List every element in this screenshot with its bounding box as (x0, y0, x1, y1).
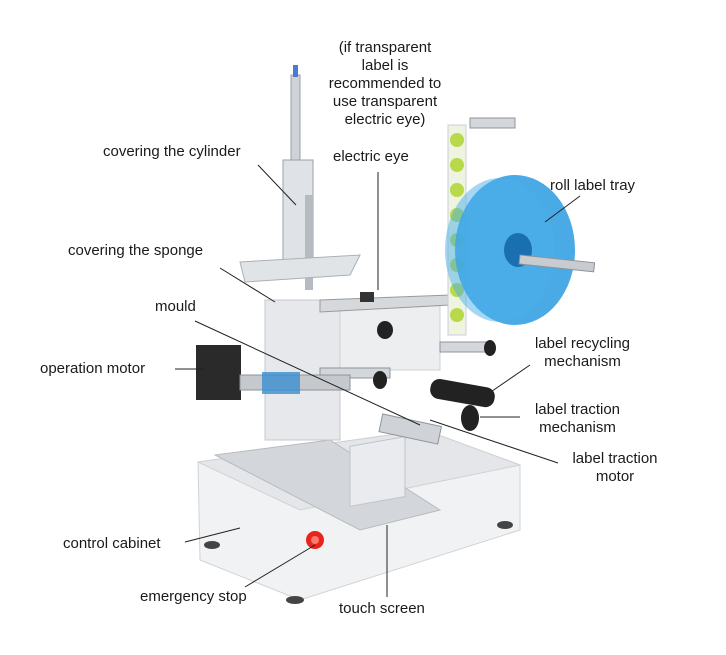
cylinder-rod (290, 74, 301, 161)
label-touch-screen: touch screen (339, 600, 425, 617)
label-covering-sponge: covering the sponge (68, 242, 204, 259)
label-line: label recycling (534, 335, 631, 352)
coupling (262, 372, 300, 394)
roller-knob (377, 321, 393, 339)
touch-screen-panel (349, 435, 406, 507)
label-line: label traction (534, 401, 621, 418)
label-sticker (450, 183, 464, 197)
label-line: mechanism (539, 419, 616, 436)
label-mould: mould (155, 298, 196, 315)
leader-line (481, 364, 531, 399)
sponge-plate (239, 254, 361, 283)
foot (204, 541, 220, 549)
emergency-stop-highlight (311, 536, 319, 544)
leader-lines (175, 164, 581, 597)
leader-line (194, 320, 421, 426)
label-operation-motor: operation motor (40, 360, 146, 377)
tray-shaft (518, 254, 596, 273)
cylinder-tip (293, 65, 298, 77)
label-sticker (450, 308, 464, 322)
label-control-cabinet: control cabinet (63, 535, 161, 552)
label-recycling-mechanism: label recycling mechanism (515, 335, 650, 371)
label-traction-motor: label traction motor (555, 450, 675, 486)
tray-inner-disc (445, 178, 555, 322)
guide-rod (305, 195, 313, 290)
transparent-label-note: (if transparent label is recommended to … (315, 39, 455, 129)
roller (439, 341, 491, 353)
roller-knob (373, 371, 387, 389)
roller-knob (484, 340, 496, 356)
note-line: electric eye) (344, 111, 426, 128)
foot (497, 521, 513, 529)
leader-line (244, 544, 316, 588)
note-line: recommended to (328, 75, 442, 92)
roller (319, 367, 391, 379)
label-electric-eye: electric eye (333, 148, 409, 165)
foot (286, 596, 304, 604)
leader-line (544, 195, 581, 223)
note-line: (if transparent (338, 39, 432, 56)
leader-line (429, 419, 559, 464)
label-emergency-stop: emergency stop (140, 588, 247, 605)
label-roll-label-tray: roll label tray (550, 177, 636, 194)
base-plate (213, 439, 442, 531)
label-recycling-roller (430, 379, 495, 408)
note-line: label is (361, 57, 409, 74)
label-line: label traction (572, 450, 658, 467)
label-sticker (450, 158, 464, 172)
label-line: motor (595, 468, 635, 485)
label-traction-mechanism: label traction mechanism (520, 401, 635, 437)
label-traction-motor (378, 413, 443, 445)
leader-line (184, 527, 241, 543)
traction-wheel (461, 405, 479, 431)
leader-line (257, 164, 297, 206)
label-covering-cylinder: covering the cylinder (103, 143, 241, 160)
operation-motor (196, 345, 241, 400)
label-sticker (450, 133, 464, 147)
leader-line (219, 267, 276, 303)
electric-eye-sensor (360, 292, 374, 302)
roller (469, 117, 516, 129)
note-line: use transparent (332, 93, 438, 110)
label-line: mechanism (544, 353, 621, 370)
